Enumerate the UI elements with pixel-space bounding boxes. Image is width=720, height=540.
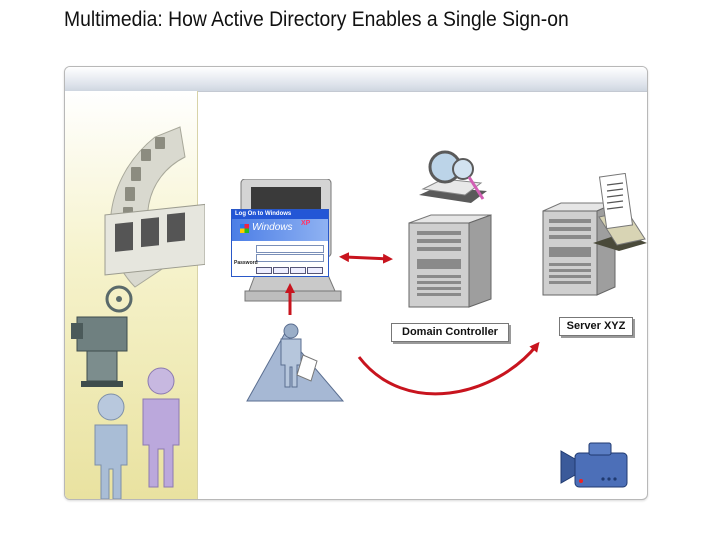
login-dialog: Log On to Windows Windows XP Password — [231, 209, 329, 277]
domain-controller-label: Domain Controller — [391, 323, 509, 342]
username-field[interactable] — [256, 245, 324, 253]
shutdown-button[interactable] — [290, 267, 306, 274]
server-xyz-label: Server XYZ — [559, 317, 633, 336]
domain-controller-server-icon — [408, 214, 492, 308]
magnifier-icon — [419, 150, 487, 203]
diagram-frame: Log On to Windows Windows XP Password — [64, 66, 648, 500]
video-camera-icon — [560, 442, 628, 488]
ok-button[interactable] — [256, 267, 272, 274]
login-windows-logo-text: Windows — [252, 222, 293, 233]
dc-to-server-curved-arrow — [357, 341, 540, 396]
password-field[interactable] — [256, 254, 324, 262]
workstation-to-dc-arrow — [339, 252, 393, 264]
options-button[interactable] — [307, 267, 323, 274]
frame-header-bar — [65, 67, 647, 92]
people-icon — [94, 367, 180, 499]
windows-logo-icon — [240, 224, 249, 233]
login-dialog-title: Log On to Windows — [232, 210, 328, 219]
arrows-layer — [285, 252, 540, 396]
slide-title: Multimedia: How Active Directory Enables… — [64, 8, 569, 31]
server-xyz-icon — [542, 202, 616, 296]
projector-icon — [71, 285, 133, 387]
cancel-button[interactable] — [273, 267, 289, 274]
login-banner: Windows XP — [232, 219, 328, 241]
document-icon — [593, 173, 647, 251]
login-xp-logo-text: XP — [301, 220, 311, 227]
password-label: Password — [234, 260, 258, 266]
login-buttons — [256, 267, 324, 274]
user-icon — [246, 323, 345, 402]
film-strip-icon — [104, 126, 205, 288]
